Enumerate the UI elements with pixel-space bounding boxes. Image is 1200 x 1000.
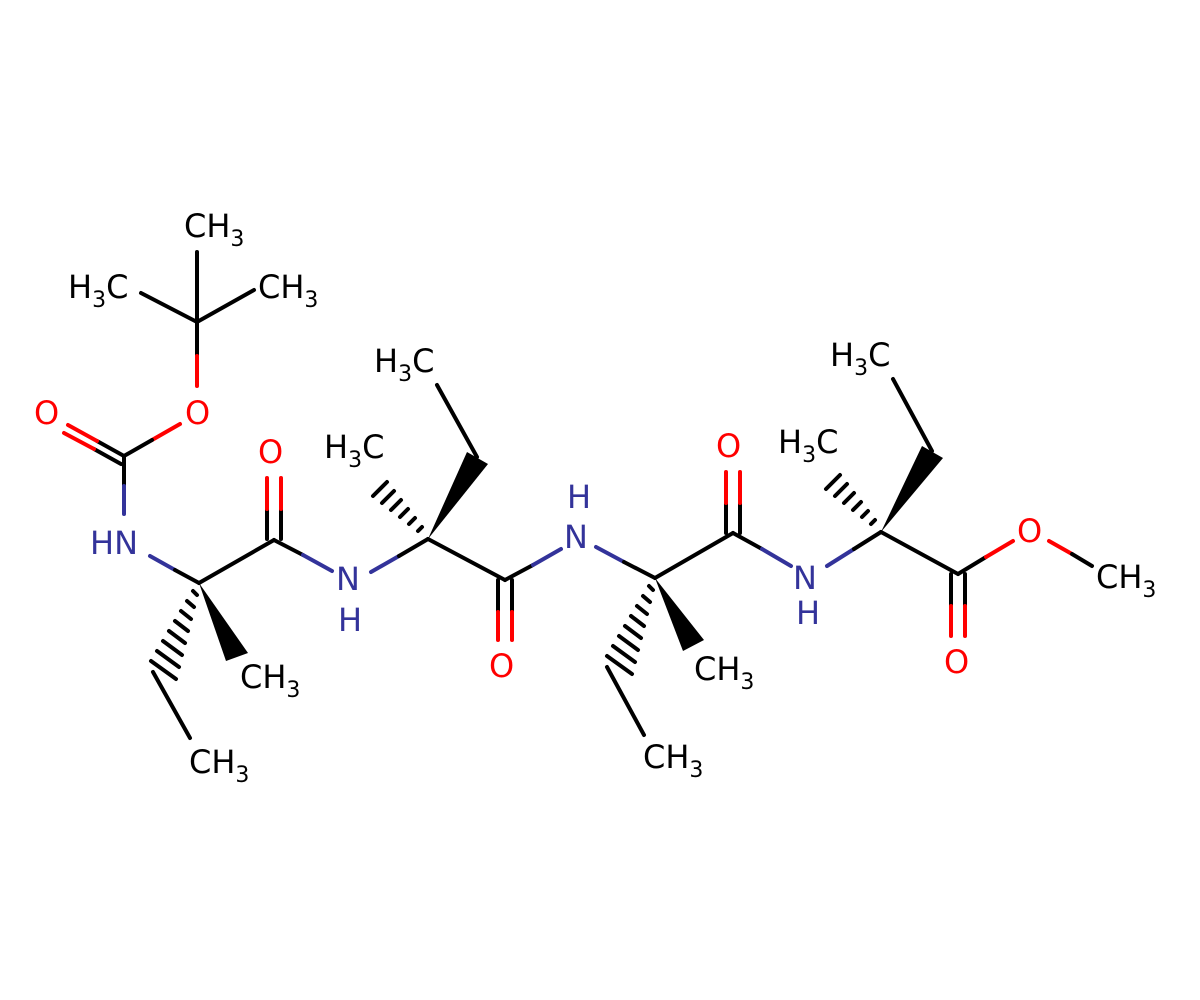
- bond-n4-ca4-c: [852, 530, 883, 551]
- label-r2-o-carbonyl: O: [489, 647, 514, 685]
- label-suffix: C: [362, 428, 384, 466]
- bond-c4-ester-o-o: [984, 539, 1015, 559]
- label-boc-o-ester: O: [185, 394, 210, 432]
- bond-r2-ethyl: [435, 383, 479, 459]
- wedge-r1-methyl-solid: [199, 583, 248, 661]
- subscript-3: 3: [854, 356, 868, 381]
- label-ester-o: O: [1017, 512, 1042, 550]
- label-hn-1: HN: [90, 524, 138, 562]
- bond-c2-n3-c: [503, 563, 535, 582]
- wedge-r2-methyl-hashed: [371, 480, 424, 533]
- bond-ca4-c4: [879, 530, 960, 576]
- bond-boc-co-a-o: [66, 423, 99, 443]
- label-r3-ch3-ethyl: CH3: [643, 738, 703, 783]
- label-boc-h3c-left: H3C: [68, 268, 128, 313]
- label-boc-o-carbonyl: O: [34, 394, 59, 432]
- bond-c1-n2-c: [272, 538, 305, 557]
- bond-n1-ca1-c: [173, 568, 201, 585]
- bond-boc-co-a-c: [95, 439, 126, 458]
- label-boc-ch3-top: CH3: [184, 207, 244, 252]
- bond-c1-n2-n: [301, 553, 334, 573]
- label-r2-h3c-ethyl: H3C: [374, 342, 434, 387]
- bond-n3-ca3-c: [622, 560, 657, 580]
- subscript-3: 3: [348, 448, 362, 473]
- bond-n4-ca4-n: [825, 547, 856, 568]
- wedges: [149, 446, 943, 681]
- subscript-3: 3: [286, 678, 300, 703]
- label-r1-ch3-methyl: CH3: [240, 658, 300, 703]
- bond-n2-ca2-n: [369, 554, 401, 574]
- bond-r4-ethyl: [891, 377, 934, 453]
- bond-c2-n3-n: [531, 547, 563, 567]
- wedge-r4-ethyl-solid: [881, 446, 943, 532]
- subscript-3: 3: [304, 288, 318, 313]
- label-suffix: C: [816, 423, 838, 461]
- subscript-3: 3: [398, 362, 412, 387]
- label-r3-ch3-methyl: CH3: [694, 650, 754, 695]
- label-r4-h3c-ethyl: H3C: [830, 336, 890, 381]
- subscript-3: 3: [1142, 578, 1156, 603]
- subscript-3: 3: [802, 443, 816, 468]
- bond-ester-o-me-c: [1070, 552, 1094, 568]
- bond-ca3-c3: [653, 531, 735, 580]
- bond-n2-ca2-c: [397, 537, 430, 558]
- bond-r1-ethyl: [151, 670, 192, 740]
- bond-ester-o-me-o: [1047, 539, 1074, 556]
- label-suffix: C: [106, 268, 128, 306]
- bond-ca1-c1: [197, 538, 276, 585]
- bond-r3-ethyl: [605, 665, 646, 737]
- label-suffix: C: [868, 336, 890, 374]
- subscript-3: 3: [689, 758, 703, 783]
- bond-tbu-ch3-right: [195, 288, 256, 324]
- label-r1-ch3-ethyl: CH3: [189, 743, 249, 788]
- wedge-r4-methyl-hashed: [824, 473, 877, 526]
- subscript-3: 3: [230, 227, 244, 252]
- label-ester-ch3: CH3: [1096, 558, 1156, 603]
- bond-ester-o-o: [150, 422, 182, 442]
- label-r2-h3c-methyl: H3C: [324, 428, 384, 473]
- bond-c4-ester-o-c: [956, 555, 988, 576]
- subscript-3: 3: [740, 670, 754, 695]
- label-ester-o-carbonyl: O: [944, 643, 969, 681]
- label-nh-4-h: H: [796, 594, 820, 632]
- bond-tbu-ch3-left: [139, 291, 199, 324]
- bond-ca2-c2: [426, 537, 507, 582]
- label-nh-3-n: N: [564, 518, 588, 556]
- label-nh-3-h: H: [567, 478, 591, 516]
- bond-boc-co-b-c: [92, 447, 123, 466]
- bond-ester-o-c: [122, 438, 154, 458]
- label-boc-ch3-right: CH3: [258, 268, 318, 313]
- label-r4-h3c-methyl: H3C: [778, 423, 838, 468]
- label-suffix: C: [412, 342, 434, 380]
- subscript-3: 3: [92, 288, 106, 313]
- wedge-r2-ethyl-solid: [428, 452, 488, 539]
- bonds: [62, 250, 1094, 740]
- bond-c3-n4-n: [760, 547, 793, 568]
- bond-c3-n4-c: [731, 531, 764, 551]
- label-nh-2-h: H: [338, 601, 362, 639]
- subscript-3: 3: [235, 763, 249, 788]
- wedge-r1-ethyl-hashed: [149, 589, 199, 681]
- bond-boc-co-b-o: [62, 431, 96, 451]
- atom-labels: CH3 H3C CH3 O O HN CH3 CH3 O N H H3C H3C…: [34, 207, 1156, 788]
- label-nh-4-n: N: [793, 559, 817, 597]
- wedge-r3-methyl-solid: [655, 578, 704, 651]
- wedge-r3-ethyl-hashed: [605, 584, 655, 676]
- label-nh-2-n: N: [336, 560, 360, 598]
- label-r1-o-carbonyl: O: [258, 433, 283, 471]
- bond-n1-ca1-n: [148, 554, 177, 572]
- label-r3-o-carbonyl: O: [716, 427, 741, 465]
- bond-n3-ca3-n: [594, 545, 626, 564]
